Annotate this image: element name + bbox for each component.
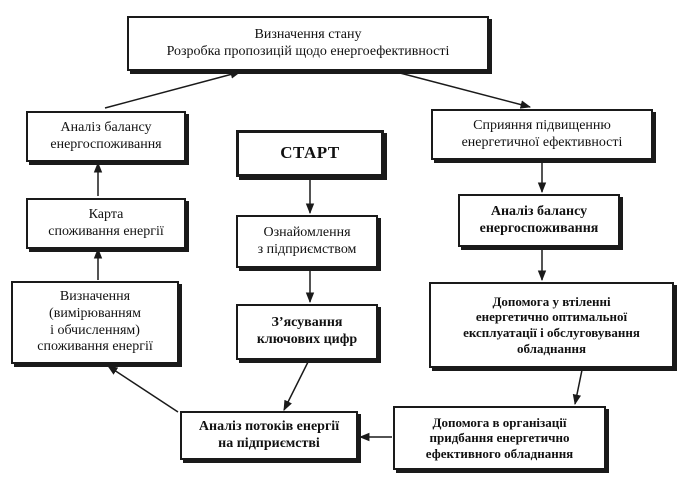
box-line: Допомога в організації — [432, 414, 567, 430]
arrow-state-to-promote — [399, 72, 532, 109]
box-line: Карта — [88, 206, 124, 222]
box-line: ключових цифр — [256, 332, 358, 347]
box-energy-consumption-map: Карта споживання енергії — [26, 198, 186, 249]
box-line: Сприяння підвищенню — [473, 117, 611, 133]
box-line: Розробка пропозицій щодо енергоефективно… — [166, 43, 450, 59]
arrow-operation-to-purchase — [572, 369, 583, 406]
box-line: обладнання — [516, 340, 587, 356]
box-line: Визначення — [59, 288, 131, 304]
box-energy-balance-analysis-left: Аналіз балансу енергоспоживання — [26, 111, 186, 162]
box-line: споживання енергії — [48, 223, 164, 239]
box-line: З’ясування — [271, 315, 343, 331]
box-energy-flow-analysis: Аналіз потоків енергії на підприємстві — [180, 411, 358, 460]
box-line: Допомога у втіленні — [492, 293, 611, 309]
box-line: ефективного обладнання — [425, 445, 574, 461]
arrow-flows-to-measure — [107, 365, 179, 413]
box-line: енергетично оптимальної — [475, 309, 628, 325]
box-energy-efficiency-promotion: Сприяння підвищенню енергетичної ефектив… — [431, 109, 653, 160]
box-key-figures: З’ясування ключових цифр — [236, 304, 378, 360]
box-line: експлуатації і обслуговування — [463, 325, 640, 340]
box-line: Аналіз балансу — [60, 119, 152, 135]
box-line: і обчисленням) — [50, 322, 140, 338]
box-line: СТАРТ — [280, 143, 340, 163]
box-efficient-equipment-purchase-assistance: Допомога в організації придбання енергет… — [393, 406, 606, 470]
box-start: СТАРТ — [236, 130, 384, 177]
arrow-figures-to-flows — [283, 361, 309, 411]
box-line: Аналіз балансу — [490, 203, 588, 219]
box-line: на підприємстві — [218, 435, 320, 451]
box-state-assessment: Визначення стану Розробка пропозицій щод… — [127, 16, 489, 71]
box-line: споживання енергії — [37, 339, 153, 355]
box-line: придбання енергетично — [429, 430, 570, 446]
box-optimal-operation-assistance: Допомога у втіленні енергетично оптималь… — [429, 282, 674, 368]
box-line: енергоспоживання — [50, 136, 162, 152]
box-line: (вимірюванням — [49, 305, 141, 321]
box-line: енергоспоживання — [479, 220, 599, 236]
box-line: Аналіз потоків енергії — [198, 418, 340, 434]
box-line: Визначення стану — [254, 26, 362, 42]
arrow-balance-to-state — [104, 70, 242, 109]
box-energy-balance-analysis-right: Аналіз балансу енергоспоживання — [458, 194, 620, 247]
box-line: з підприємством — [257, 241, 357, 257]
box-line: Ознайомлення — [263, 224, 351, 240]
box-enterprise-introduction: Ознайомлення з підприємством — [236, 215, 378, 268]
box-energy-consumption-measurement: Визначення (вимірюванням і обчисленням) … — [11, 281, 179, 364]
box-line: енергетичної ефективності — [461, 134, 623, 150]
